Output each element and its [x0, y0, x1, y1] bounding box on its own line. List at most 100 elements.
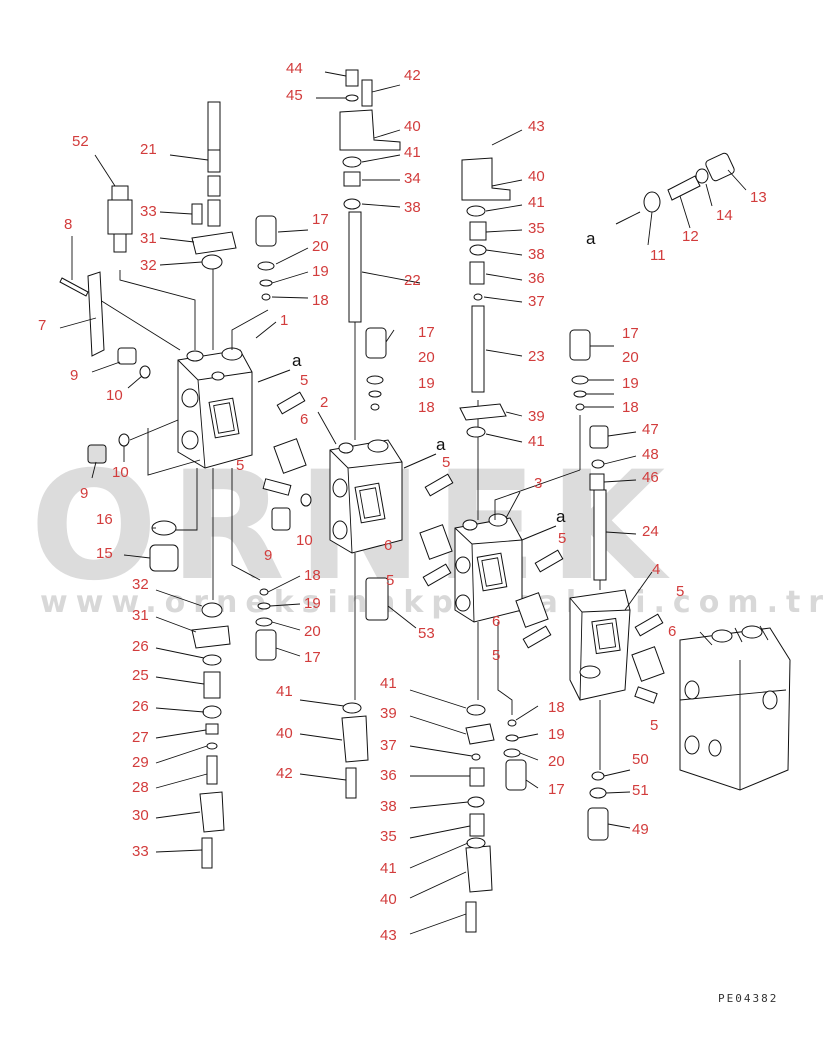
label-39b: 39 [380, 705, 397, 722]
label-51: 51 [632, 782, 649, 799]
label-5b: 5 [236, 457, 244, 474]
valve-section-3 [454, 513, 523, 623]
label-17e: 17 [548, 781, 565, 798]
label-6c: 6 [492, 613, 500, 630]
label-24: 24 [642, 523, 659, 540]
label-26b: 26 [132, 698, 149, 715]
label-20a: 20 [312, 238, 329, 255]
label-31: 31 [140, 230, 157, 247]
label-13: 13 [750, 189, 767, 206]
label-29: 29 [132, 754, 149, 771]
label-46: 46 [642, 469, 659, 486]
label-17c: 17 [418, 324, 435, 341]
label-3: 3 [534, 475, 542, 492]
label-10c: 10 [296, 532, 313, 549]
label-4: 4 [652, 561, 660, 578]
label-52: 52 [72, 133, 89, 150]
label-40b: 40 [528, 168, 545, 185]
label-38c: 38 [380, 798, 397, 815]
view-arrows: a a a a [257, 211, 641, 541]
label-32b: 32 [132, 576, 149, 593]
label-20e: 20 [548, 753, 565, 770]
label-42a: 42 [404, 67, 421, 84]
label-45: 45 [286, 87, 303, 104]
label-30: 30 [132, 807, 149, 824]
label-27: 27 [132, 729, 149, 746]
label-5h: 5 [650, 717, 658, 734]
label-17d: 17 [622, 325, 639, 342]
label-18d: 18 [622, 399, 639, 416]
label-17b: 17 [304, 649, 321, 666]
drawing-code: PE04382 [718, 992, 778, 1005]
label-10b: 10 [112, 464, 129, 481]
label-6a: 6 [300, 411, 308, 428]
label-1: 1 [280, 312, 288, 329]
label-18e: 18 [548, 699, 565, 716]
label-53: 53 [418, 625, 435, 642]
label-37b: 37 [380, 737, 397, 754]
label-39a: 39 [528, 408, 545, 425]
label-49: 49 [632, 821, 649, 838]
label-36b: 36 [380, 767, 397, 784]
label-36a: 36 [528, 270, 545, 287]
label-14: 14 [716, 207, 733, 224]
label-43a: 43 [528, 118, 545, 135]
label-7: 7 [38, 317, 46, 334]
label-19d: 19 [622, 375, 639, 392]
label-38a: 38 [404, 199, 421, 216]
label-20d: 20 [622, 349, 639, 366]
assembly-lines [99, 265, 601, 770]
label-32: 32 [140, 257, 157, 274]
label-5d: 5 [386, 572, 394, 589]
label-48: 48 [642, 446, 659, 463]
label-6b: 6 [384, 537, 392, 554]
valve-section-4 [569, 589, 631, 701]
label-8: 8 [64, 216, 72, 233]
label-9c: 9 [264, 547, 272, 564]
label-31b: 31 [132, 607, 149, 624]
label-20c: 20 [418, 349, 435, 366]
label-26a: 26 [132, 638, 149, 655]
label-35a: 35 [528, 220, 545, 237]
valve-section-2 [329, 439, 403, 554]
label-5e: 5 [558, 530, 566, 547]
label-41c: 41 [528, 433, 545, 450]
label-6d: 6 [668, 623, 676, 640]
view-marker-2: a [436, 435, 446, 454]
label-19e: 19 [548, 726, 565, 743]
label-40a: 40 [404, 118, 421, 135]
leader-lines [59, 71, 747, 935]
label-28: 28 [132, 779, 149, 796]
label-23: 23 [528, 348, 545, 365]
small-parts [59, 69, 735, 933]
label-5g: 5 [676, 583, 684, 600]
label-19a: 19 [312, 263, 329, 280]
label-19c: 19 [418, 375, 435, 392]
view-marker-3: a [556, 507, 566, 526]
label-37a: 37 [528, 293, 545, 310]
part-labels: 52 21 33 31 32 8 7 9 10 10 9 16 15 32 31… [38, 60, 767, 944]
label-34: 34 [404, 170, 421, 187]
label-11: 11 [650, 247, 666, 264]
label-33: 33 [140, 203, 157, 220]
label-9b: 9 [80, 485, 88, 502]
label-41d: 41 [276, 683, 293, 700]
label-42b: 42 [276, 765, 293, 782]
label-50: 50 [632, 751, 649, 768]
label-44: 44 [286, 60, 303, 77]
label-41a: 41 [404, 144, 421, 161]
assembled-valve [679, 625, 791, 791]
label-47: 47 [642, 421, 659, 438]
label-22: 22 [404, 272, 421, 289]
label-20b: 20 [304, 623, 321, 640]
label-38b: 38 [528, 246, 545, 263]
label-5f: 5 [492, 647, 500, 664]
label-35b: 35 [380, 828, 397, 845]
label-15: 15 [96, 545, 113, 562]
label-43b: 43 [380, 927, 397, 944]
view-marker-4: a [586, 229, 596, 248]
label-40c: 40 [276, 725, 293, 742]
label-40d: 40 [380, 891, 397, 908]
label-18c: 18 [418, 399, 435, 416]
